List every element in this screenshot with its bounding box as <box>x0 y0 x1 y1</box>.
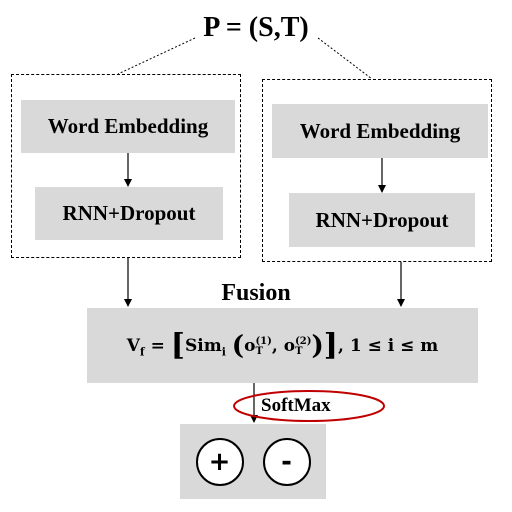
right-branch-box <box>262 79 492 262</box>
fusion-formula-box: Vf = [Simi (o(1)T, o(2)T)], 1 ≤ i ≤ m <box>87 308 478 383</box>
left-rnn-dropout-box: RNN+Dropout <box>35 187 223 240</box>
softmax-label: SoftMax <box>261 395 331 416</box>
negative-output-circle: - <box>262 437 311 486</box>
title-to-right-dotted-line <box>317 37 373 80</box>
left-word-embedding-box: Word Embedding <box>21 100 235 153</box>
fusion-formula: Vf = [Simi (o(1)T, o(2)T)], 1 ≤ i ≤ m <box>126 328 439 363</box>
right-rnn-dropout-box: RNN+Dropout <box>289 193 475 247</box>
fusion-label: Fusion <box>221 280 291 306</box>
output-box: + - <box>180 424 326 499</box>
diagram-title: P = (S,T) <box>203 12 309 43</box>
left-branch-box <box>11 74 241 258</box>
right-word-embedding-box: Word Embedding <box>272 104 488 158</box>
positive-output-circle: + <box>195 437 244 486</box>
softmax-ellipse <box>233 390 385 422</box>
